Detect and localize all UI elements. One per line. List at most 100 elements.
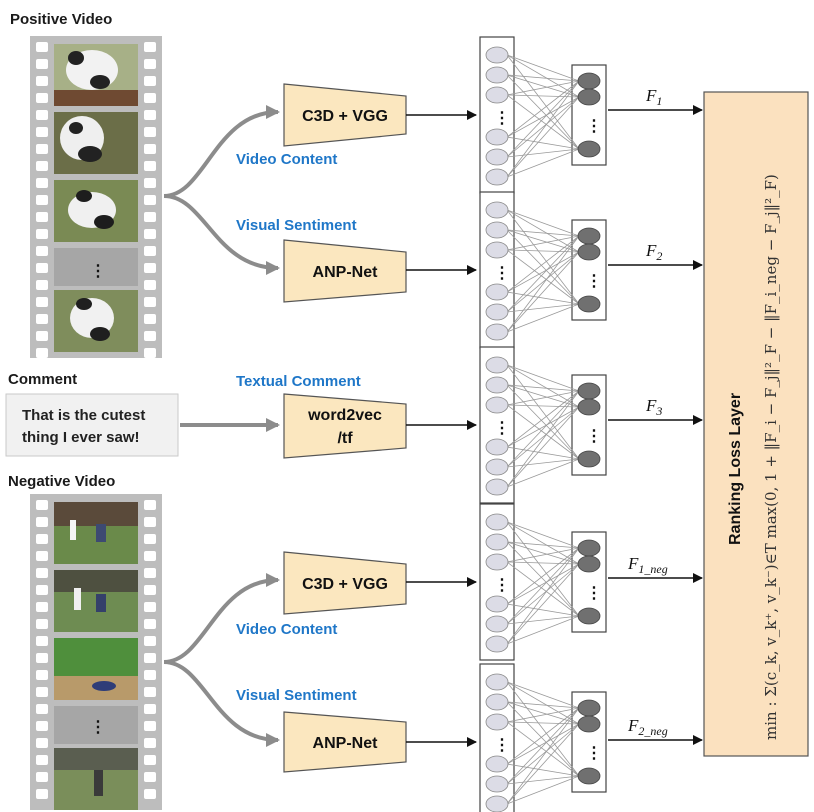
output-neuron: [577, 227, 601, 245]
film-sprocket-hole: [144, 755, 156, 765]
film-sprocket-hole: [144, 670, 156, 680]
input-neuron: [485, 795, 509, 812]
film-sprocket-hole: [144, 42, 156, 52]
film-sprocket-hole: [36, 755, 48, 765]
output-neuron: [577, 767, 601, 785]
input-neuron: [485, 513, 509, 531]
ranking-loss-layer: Ranking Loss Layer min : Σ(c_k, v_k⁺, v_…: [703, 91, 809, 757]
positive-video-title: Positive Video: [10, 11, 112, 28]
output-neuron: [577, 140, 601, 158]
film-sprocket-hole: [36, 670, 48, 680]
film-sprocket-hole: [144, 212, 156, 222]
film-sprocket-hole: [36, 127, 48, 137]
box-c3d-vgg-pos: C3D + VGG: [283, 83, 407, 147]
output-f1: F1: [645, 86, 662, 108]
film-sprocket-hole: [36, 568, 48, 578]
film-sprocket-hole: [144, 59, 156, 69]
film-sprocket-hole: [36, 161, 48, 171]
output-neuron: [577, 555, 601, 573]
film-sprocket-hole: [144, 772, 156, 782]
input-neuron: [485, 356, 509, 374]
input-neuron: [485, 755, 509, 773]
input-neuron: [485, 438, 509, 456]
film-sprocket-hole: [144, 144, 156, 154]
film-sprocket-hole: [144, 517, 156, 527]
film-sprocket-hole: [36, 280, 48, 290]
output-ellipsis: ⋮: [586, 118, 602, 135]
film-sprocket-hole: [144, 500, 156, 510]
output-neuron: [577, 72, 601, 90]
box-c3d-vgg-neg-label: C3D + VGG: [302, 576, 388, 593]
output-neuron: [577, 715, 601, 733]
input-neuron: [485, 241, 509, 259]
film-sprocket-hole: [36, 500, 48, 510]
film-sprocket-hole: [144, 229, 156, 239]
film-sprocket-hole: [36, 636, 48, 646]
input-ellipsis: ⋮: [494, 737, 510, 754]
input-neuron: [485, 553, 509, 571]
input-neuron: [485, 221, 509, 239]
output-neuron: [577, 607, 601, 625]
film-sprocket-hole: [144, 585, 156, 595]
film-sprocket-hole: [36, 772, 48, 782]
film-sprocket-hole: [36, 195, 48, 205]
film-sprocket-hole: [144, 602, 156, 612]
output-ellipsis: ⋮: [586, 745, 602, 762]
label-textual-comment: Textual Comment: [236, 373, 361, 390]
output-neuron: [577, 295, 601, 313]
film-sprocket-hole: [144, 314, 156, 324]
film-sprocket-hole: [144, 246, 156, 256]
film-sprocket-hole: [144, 687, 156, 697]
input-neuron: [485, 66, 509, 84]
film-sprocket-hole: [36, 602, 48, 612]
input-neuron: [485, 148, 509, 166]
network-5: ⋮⋮: [479, 663, 607, 812]
input-ellipsis: ⋮: [494, 577, 510, 594]
input-neuron: [485, 323, 509, 341]
input-neuron: [485, 303, 509, 321]
film-sprocket-hole: [36, 551, 48, 561]
film-sprocket-hole: [144, 161, 156, 171]
box-c3d-vgg-neg: C3D + VGG: [283, 551, 407, 615]
film-sprocket-hole: [144, 551, 156, 561]
film-sprocket-hole: [36, 76, 48, 86]
negative-film-strip: ⋮: [30, 494, 162, 810]
network-3: ⋮⋮: [479, 346, 607, 504]
output-f2-neg: F2_neg: [627, 716, 668, 738]
network-1: ⋮⋮: [479, 36, 607, 194]
network-4: ⋮⋮: [479, 503, 607, 661]
input-neuron: [485, 458, 509, 476]
film-sprocket-hole: [144, 297, 156, 307]
input-neuron: [485, 283, 509, 301]
input-neuron: [485, 595, 509, 613]
input-neuron: [485, 168, 509, 186]
film-sprocket-hole: [144, 619, 156, 629]
input-neuron: [485, 396, 509, 414]
output-f1-neg: F1_neg: [627, 554, 668, 576]
input-neuron: [485, 615, 509, 633]
input-ellipsis: ⋮: [494, 265, 510, 282]
input-neuron: [485, 635, 509, 653]
input-neuron: [485, 46, 509, 64]
input-neuron: [485, 775, 509, 793]
box-word2vec: word2vec /tf: [283, 393, 407, 459]
input-neuron: [485, 533, 509, 551]
film-sprocket-hole: [36, 331, 48, 341]
comment-text-line2: thing I ever saw!: [22, 429, 140, 446]
comment-title: Comment: [8, 371, 77, 388]
label-video-content-neg: Video Content: [236, 621, 337, 638]
film-sprocket-hole: [36, 348, 48, 358]
film-sprocket-hole: [36, 517, 48, 527]
film-sprocket-hole: [144, 76, 156, 86]
film-sprocket-hole: [36, 246, 48, 256]
film-sprocket-hole: [36, 653, 48, 663]
label-visual-sentiment-neg: Visual Sentiment: [236, 687, 357, 704]
input-neuron: [485, 376, 509, 394]
negative-video-title: Negative Video: [8, 473, 115, 490]
box-word2vec-label-1: word2vec: [307, 407, 382, 424]
positive-film-strip: ⋮: [30, 36, 162, 358]
film-sprocket-hole: [144, 331, 156, 341]
film-sprocket-hole: [144, 721, 156, 731]
neural-networks: ⋮⋮⋮⋮⋮⋮⋮⋮⋮⋮: [479, 36, 607, 812]
